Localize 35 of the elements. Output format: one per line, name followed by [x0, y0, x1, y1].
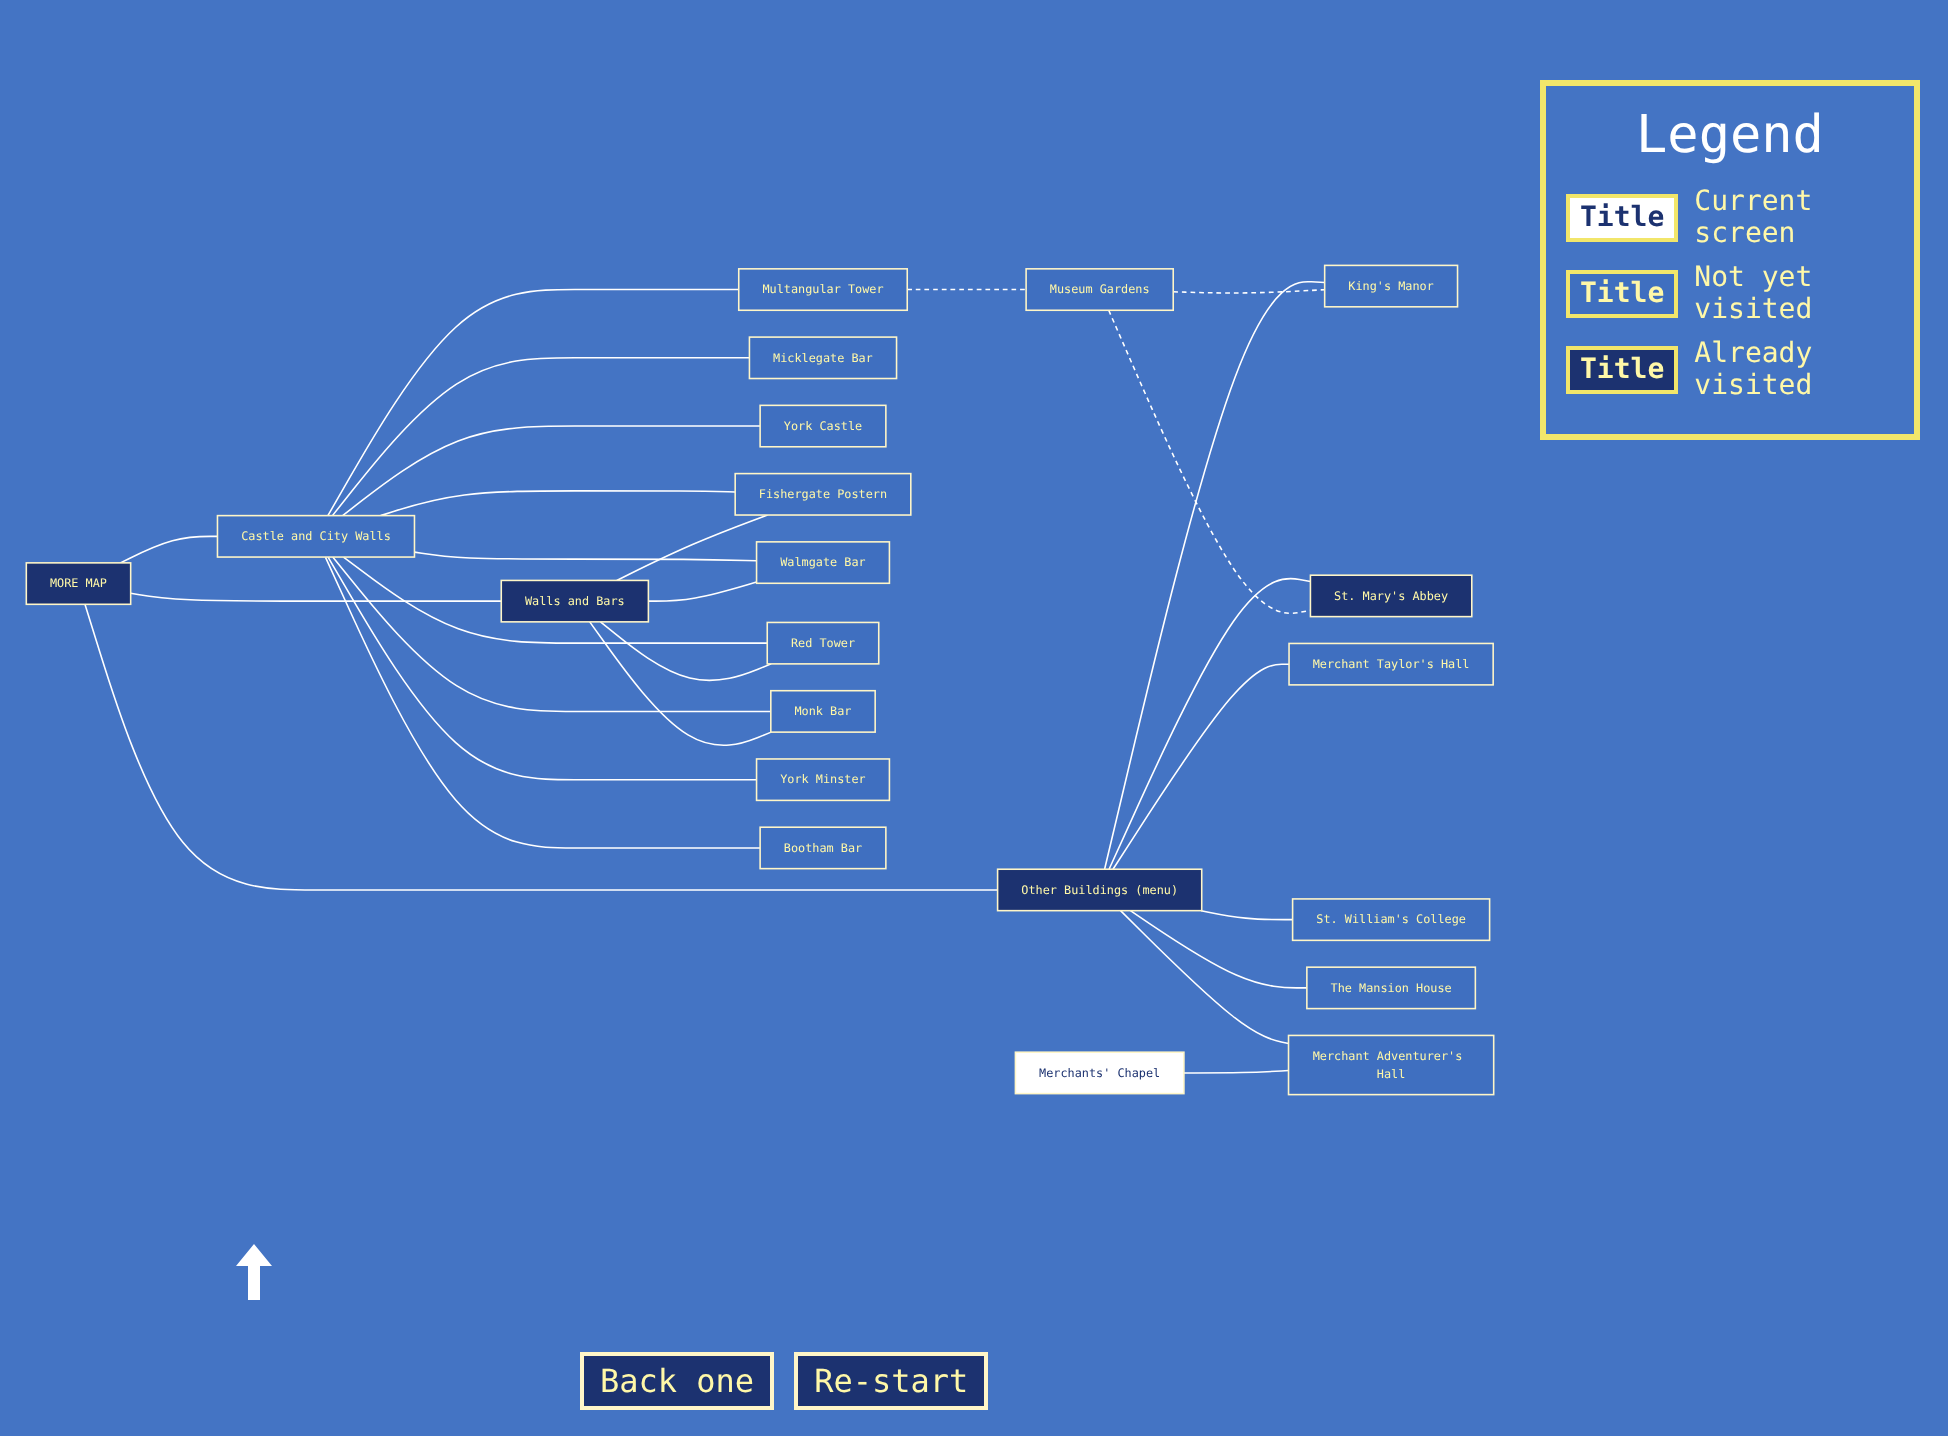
connector [84, 603, 999, 891]
connector [615, 514, 769, 582]
nav-button: Back one [580, 1352, 775, 1410]
legend-swatch: Title [1566, 194, 1679, 242]
legend-text: Current screen [1694, 186, 1815, 250]
connector [379, 490, 736, 517]
legend-title: Legend [1634, 106, 1826, 166]
connector [906, 288, 1027, 291]
connector [324, 556, 761, 849]
legend-text: Already visited [1694, 338, 1815, 402]
connector [342, 556, 769, 644]
connector [647, 581, 758, 602]
connector [599, 621, 772, 682]
connector [1108, 577, 1312, 870]
connector [413, 551, 758, 562]
connector [1200, 909, 1294, 921]
legend-swatch: Title [1566, 346, 1679, 394]
connector [1119, 909, 1290, 1045]
nav-button: Re-start [794, 1352, 989, 1410]
connector [129, 592, 503, 602]
connector [1129, 909, 1308, 989]
connector [331, 357, 751, 517]
connector [1172, 288, 1326, 294]
connector [588, 621, 772, 747]
legend-swatch: Title [1566, 270, 1679, 318]
connector [331, 556, 772, 713]
connector [1112, 663, 1290, 870]
connector [341, 425, 761, 517]
connector [119, 535, 219, 564]
connector [1183, 1069, 1290, 1074]
connector [327, 288, 740, 517]
legend-text: Not yet visited [1694, 262, 1815, 326]
connector [327, 556, 758, 781]
connector [1107, 309, 1312, 615]
connector [1103, 280, 1326, 870]
